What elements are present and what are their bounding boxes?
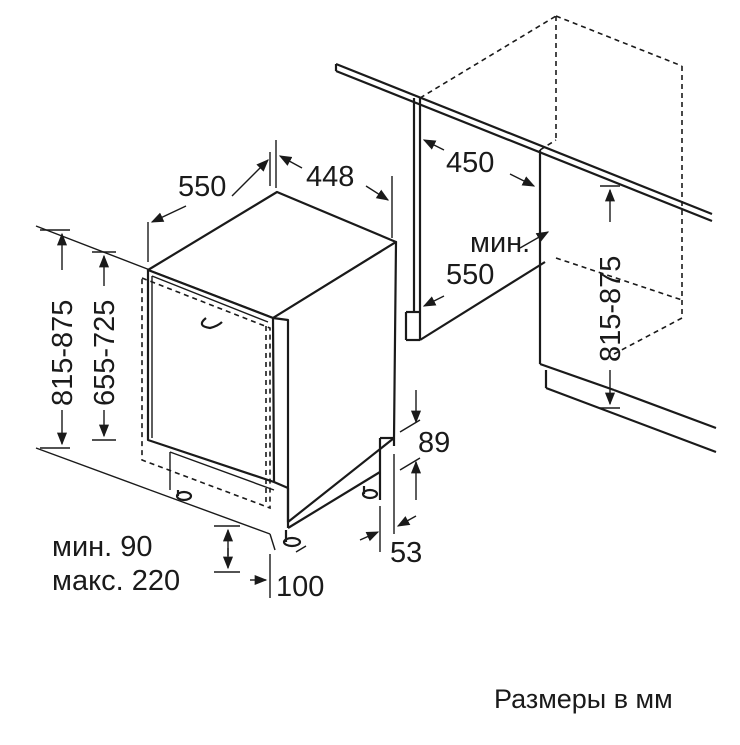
wall-lines bbox=[35, 225, 276, 551]
toe-height-dimension bbox=[399, 390, 422, 500]
units-note: Размеры в мм bbox=[494, 684, 673, 714]
height-inner-label: 655-725 bbox=[89, 300, 121, 406]
toe-depth-dimension bbox=[359, 454, 417, 552]
width-dimension bbox=[275, 140, 393, 238]
height-inner-dimension bbox=[92, 251, 116, 441]
niche-dimension bbox=[422, 231, 550, 307]
left-cabinet-panel bbox=[404, 98, 546, 342]
adjacent-cabinet bbox=[419, 15, 717, 454]
plinth-gap-label: 100 bbox=[276, 571, 324, 603]
height-left-dimension bbox=[40, 229, 70, 449]
countertop bbox=[334, 60, 716, 223]
depth-label: 550 bbox=[178, 171, 226, 203]
height-right-dimension bbox=[600, 185, 620, 409]
plinth-max-label: макс. 220 bbox=[52, 565, 180, 597]
toe-height-label: 89 bbox=[418, 427, 450, 459]
plinth-dimension bbox=[214, 525, 307, 598]
niche-min-label: мин. bbox=[470, 227, 530, 259]
cabinet-depth-label: 450 bbox=[446, 147, 494, 179]
toe-depth-label: 53 bbox=[390, 537, 422, 569]
height-left-label: 815-875 bbox=[47, 300, 79, 406]
cabinet-depth-dimension bbox=[422, 139, 536, 187]
width-label: 448 bbox=[306, 161, 354, 193]
dishwasher-body bbox=[141, 190, 398, 548]
plinth-min-label: мин. 90 bbox=[52, 531, 153, 563]
depth-dimension bbox=[147, 152, 271, 262]
niche-min-value: 550 bbox=[446, 259, 494, 291]
height-right-label: 815-875 bbox=[595, 256, 627, 362]
